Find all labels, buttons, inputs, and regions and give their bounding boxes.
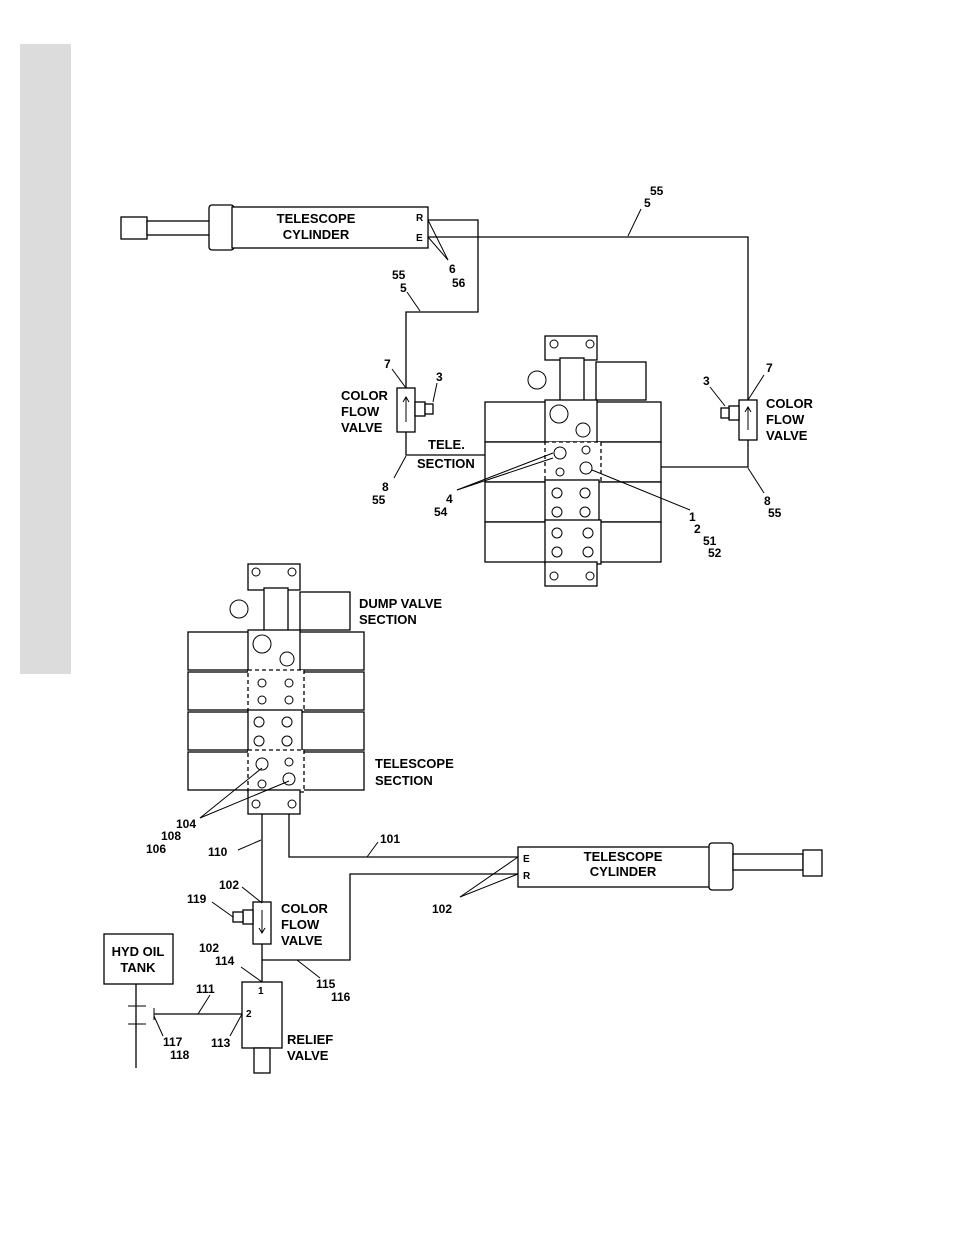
- relief-valve-label-2: VALVE: [287, 1048, 329, 1063]
- top-left-flow-valve: COLOR FLOW VALVE: [341, 388, 433, 435]
- relief-valve: 1 2 RELIEF VALVE: [242, 982, 333, 1073]
- callout-114: 114: [215, 954, 235, 968]
- bottom-hoses: [128, 814, 518, 1068]
- callout-102: 102: [432, 902, 452, 916]
- bottom-flow-valve: COLOR FLOW VALVE: [233, 901, 329, 948]
- top-left-valve-label-1: COLOR: [341, 388, 389, 403]
- callout-52: 52: [708, 546, 722, 560]
- bottom-telescope-cylinder: TELESCOPE CYLINDER E R: [518, 843, 822, 890]
- callout-111: 111: [196, 982, 215, 996]
- relief-port-1: 1: [258, 986, 264, 997]
- callout-56: 56: [452, 276, 466, 290]
- tele-section-label-2: SECTION: [417, 456, 475, 471]
- callout-102: 102: [199, 941, 219, 955]
- callout-108: 108: [161, 829, 181, 843]
- callout-5: 5: [644, 196, 651, 210]
- top-cylinder-port-e: E: [416, 233, 423, 244]
- top-left-valve-label-2: FLOW: [341, 404, 380, 419]
- callout-102: 102: [219, 878, 239, 892]
- dump-valve-label-2: SECTION: [359, 612, 417, 627]
- top-cylinder-label-1: TELESCOPE: [277, 211, 356, 226]
- callout-116: 116: [331, 990, 351, 1004]
- bottom-cylinder-port-e: E: [523, 854, 530, 865]
- callout-2: 2: [694, 522, 701, 536]
- tele-section-label-1: TELE.: [428, 437, 465, 452]
- callout-113: 113: [211, 1036, 231, 1050]
- callout-55: 55: [392, 268, 406, 282]
- callout-119: 119: [187, 892, 207, 906]
- dump-valve-label-1: DUMP VALVE: [359, 596, 442, 611]
- top-right-valve-label-2: FLOW: [766, 412, 805, 427]
- callout-117: 117: [163, 1035, 183, 1049]
- callout-106: 106: [146, 842, 166, 856]
- bottom-valve-label-3: VALVE: [281, 933, 323, 948]
- tank-label-2: TANK: [120, 960, 156, 975]
- top-cylinder-port-r: R: [416, 213, 424, 224]
- bottom-valve-label-2: FLOW: [281, 917, 320, 932]
- bottom-cylinder-label-1: TELESCOPE: [584, 849, 663, 864]
- relief-port-2: 2: [246, 1009, 252, 1020]
- callout-8: 8: [382, 480, 389, 494]
- tank-label-1: HYD OIL: [112, 944, 165, 959]
- top-valve-bank: [485, 336, 661, 586]
- top-left-valve-label-3: VALVE: [341, 420, 383, 435]
- top-right-valve-label-1: COLOR: [766, 396, 814, 411]
- callout-7: 7: [384, 357, 391, 371]
- bottom-cylinder-label-2: CYLINDER: [590, 864, 657, 879]
- callout-55: 55: [768, 506, 782, 520]
- callout-3: 3: [436, 370, 443, 384]
- bottom-cylinder-port-r: R: [523, 871, 531, 882]
- callout-6: 6: [449, 262, 456, 276]
- bottom-valve-label-1: COLOR: [281, 901, 329, 916]
- callout-7: 7: [766, 361, 773, 375]
- callout-115: 115: [316, 977, 336, 991]
- callout-55: 55: [650, 184, 664, 198]
- hyd-oil-tank: HYD OIL TANK: [104, 934, 173, 984]
- callout-110: 110: [208, 845, 228, 859]
- telescope-section-label-1: TELESCOPE: [375, 756, 454, 771]
- top-telescope-cylinder: TELESCOPE CYLINDER R E: [121, 205, 428, 250]
- callout-54: 54: [434, 505, 448, 519]
- relief-valve-label-1: RELIEF: [287, 1032, 333, 1047]
- callout-118: 118: [170, 1048, 190, 1062]
- callout-55: 55: [372, 493, 386, 507]
- top-right-flow-valve: COLOR FLOW VALVE: [721, 396, 814, 443]
- bottom-valve-bank: [188, 564, 364, 814]
- top-cylinder-label-2: CYLINDER: [283, 227, 350, 242]
- callout-4: 4: [446, 492, 453, 506]
- callout-5: 5: [400, 281, 407, 295]
- top-right-valve-label-3: VALVE: [766, 428, 808, 443]
- callout-101: 101: [380, 832, 400, 846]
- telescope-section-label-2: SECTION: [375, 773, 433, 788]
- callout-3: 3: [703, 374, 710, 388]
